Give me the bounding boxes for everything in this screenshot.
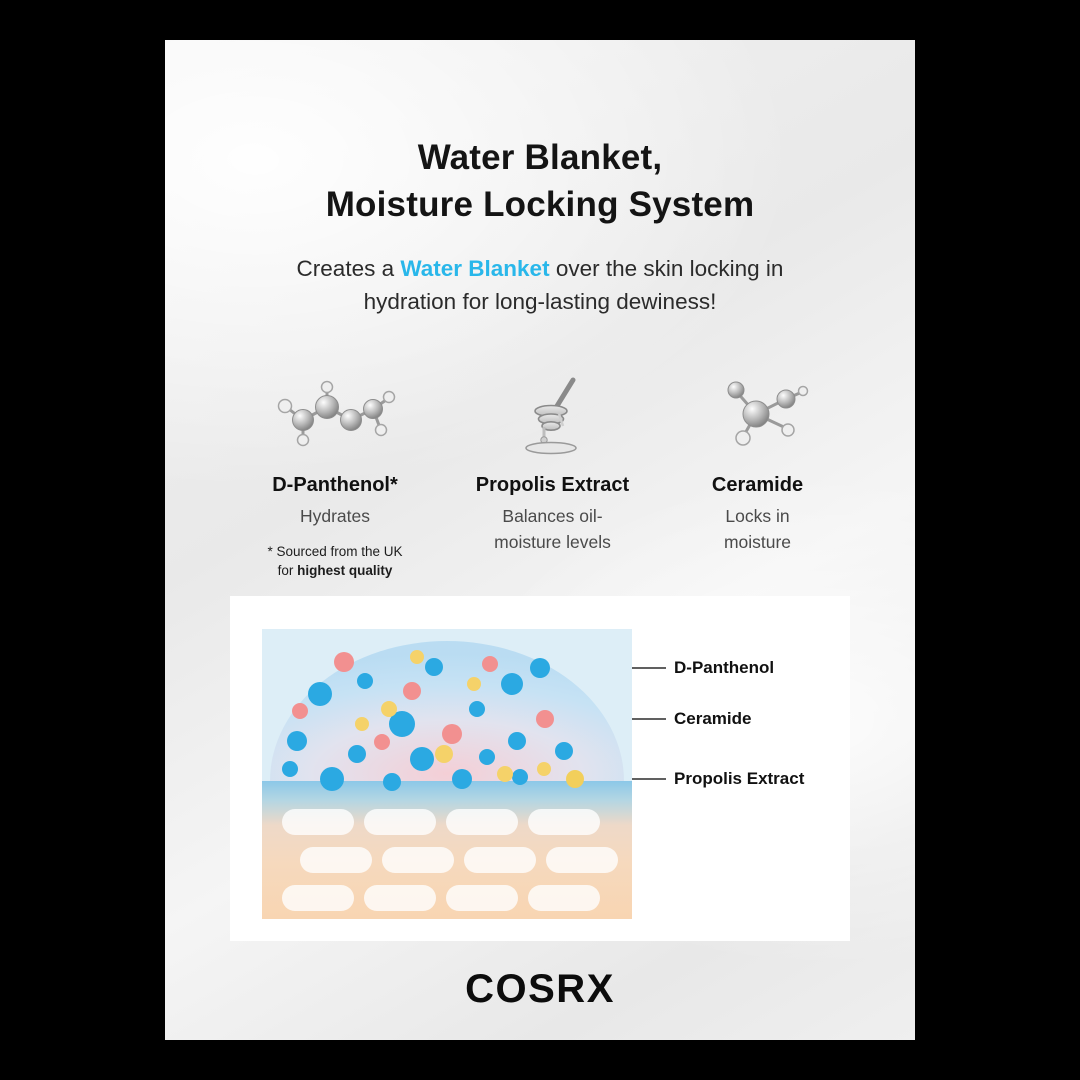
title-line-2: Moisture Locking System xyxy=(325,185,755,224)
ingredient-ceramide: Ceramide Locks in moisture xyxy=(660,364,855,555)
ingredient-propolis: Propolis Extract Balances oil- moisture … xyxy=(445,364,660,555)
note-line-2-pre: for xyxy=(277,563,298,578)
note-line-2-bold: highest quality xyxy=(297,563,393,578)
diagram-label-d-panthenol: D-Panthenol xyxy=(674,658,775,677)
ceramide-molecule-icon xyxy=(660,364,855,460)
subtitle-pre: Creates a xyxy=(296,256,401,281)
title-line-1: Water Blanket, xyxy=(417,138,663,177)
infographic-panel: Water Blanket, Moisture Locking System C… xyxy=(165,40,915,1040)
d-panthenol-dots xyxy=(282,658,573,791)
ingredient-desc: Balances oil- moisture levels xyxy=(494,506,611,552)
ingredient-desc: Hydrates xyxy=(299,506,371,526)
skin-diagram-card: D-Panthenol Ceramide Propolis Extract xyxy=(230,596,850,941)
panthenol-molecule-icon xyxy=(225,364,445,460)
ingredients-row: D-Panthenol* Hydrates * Sourced from the… xyxy=(165,364,915,580)
diagram-label-propolis: Propolis Extract xyxy=(674,769,805,788)
ceramide-dots xyxy=(292,652,498,750)
propolis-callout-dot xyxy=(566,770,584,788)
subtitle-post: over the skin locking in hydration for l… xyxy=(363,256,784,314)
ceramide-callout-dot xyxy=(536,710,554,728)
subtitle: Creates a Water Blanket over the skin lo… xyxy=(250,252,830,318)
skin-diagram-illustration xyxy=(262,629,666,919)
note-line-1: * Sourced from the UK xyxy=(267,544,403,559)
ingredient-desc: Locks in moisture xyxy=(723,506,792,552)
ingredient-note: * Sourced from the UK for highest qualit… xyxy=(225,542,445,580)
page-title: Water Blanket, Moisture Locking System xyxy=(165,134,915,228)
ingredient-name: Propolis Extract xyxy=(475,474,630,496)
skin-cells xyxy=(282,809,618,911)
propolis-dipper-icon xyxy=(445,364,660,460)
subtitle-highlight: Water Blanket xyxy=(400,256,550,281)
cosrx-logo: COSRX xyxy=(465,967,615,1011)
ingredient-name: Ceramide xyxy=(711,474,804,496)
d-panthenol-callout-dot xyxy=(530,658,550,678)
diagram-label-ceramide: Ceramide xyxy=(674,709,752,728)
propolis-dots xyxy=(355,650,551,782)
ingredient-panthenol: D-Panthenol* Hydrates * Sourced from the… xyxy=(225,364,445,580)
ingredient-name: D-Panthenol* xyxy=(272,474,398,496)
